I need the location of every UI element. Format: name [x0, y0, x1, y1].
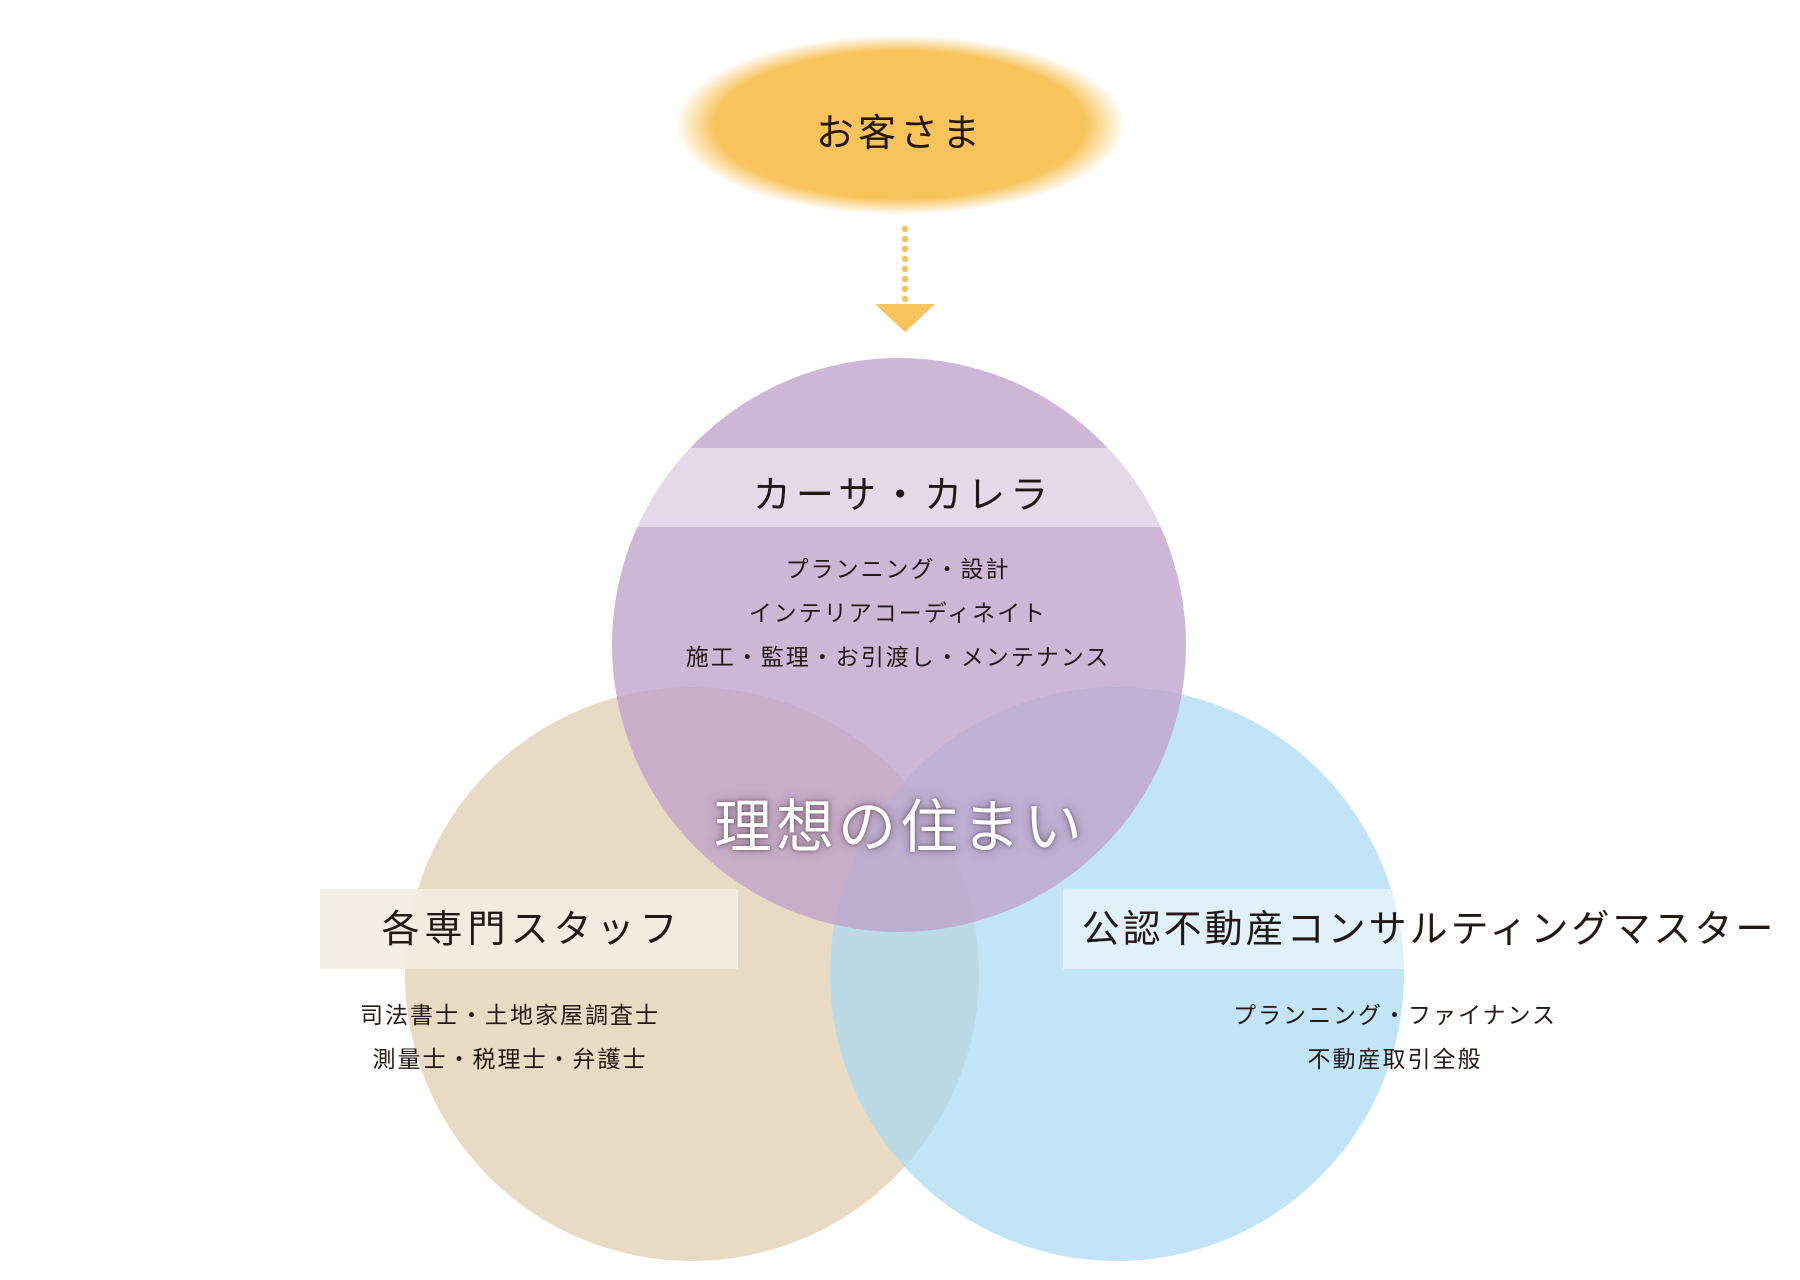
casa-service-item: プランニング・設計	[785, 557, 1011, 583]
casa-service-item: 施工・監理・お引渡し・メンテナンス	[685, 645, 1111, 671]
casa-service-item: インテリアコーディネイト	[748, 601, 1048, 627]
master-service-item: プランニング・ファイナンス	[1232, 1003, 1558, 1029]
arrow-down-icon	[875, 225, 935, 332]
master-service-item: 不動産取引全般	[1307, 1047, 1483, 1073]
master-title-band	[1063, 889, 1404, 969]
master-services: プランニング・ファイナンス 不動産取引全般	[1160, 994, 1630, 1082]
casa-title-band	[612, 448, 1186, 527]
staff-title: 各専門スタッフ	[381, 907, 683, 951]
center-label: 理想の住まい	[713, 793, 1086, 861]
staff-services: 司法書士・土地家屋調査士 測量士・税理士・弁護士	[280, 994, 740, 1082]
master-title: 公認不動産コンサルティングマスター	[1081, 907, 1777, 951]
customer-label: お客さま	[815, 111, 984, 155]
staff-title-band	[320, 889, 738, 969]
casa-services: プランニング・設計 インテリアコーディネイト 施工・監理・お引渡し・メンテナンス	[588, 548, 1208, 680]
staff-service-item: 司法書士・土地家屋調査士	[360, 1003, 660, 1029]
casa-title: カーサ・カレラ	[752, 473, 1054, 517]
staff-service-item: 測量士・税理士・弁護士	[372, 1047, 648, 1073]
customer-oval	[675, 35, 1125, 215]
